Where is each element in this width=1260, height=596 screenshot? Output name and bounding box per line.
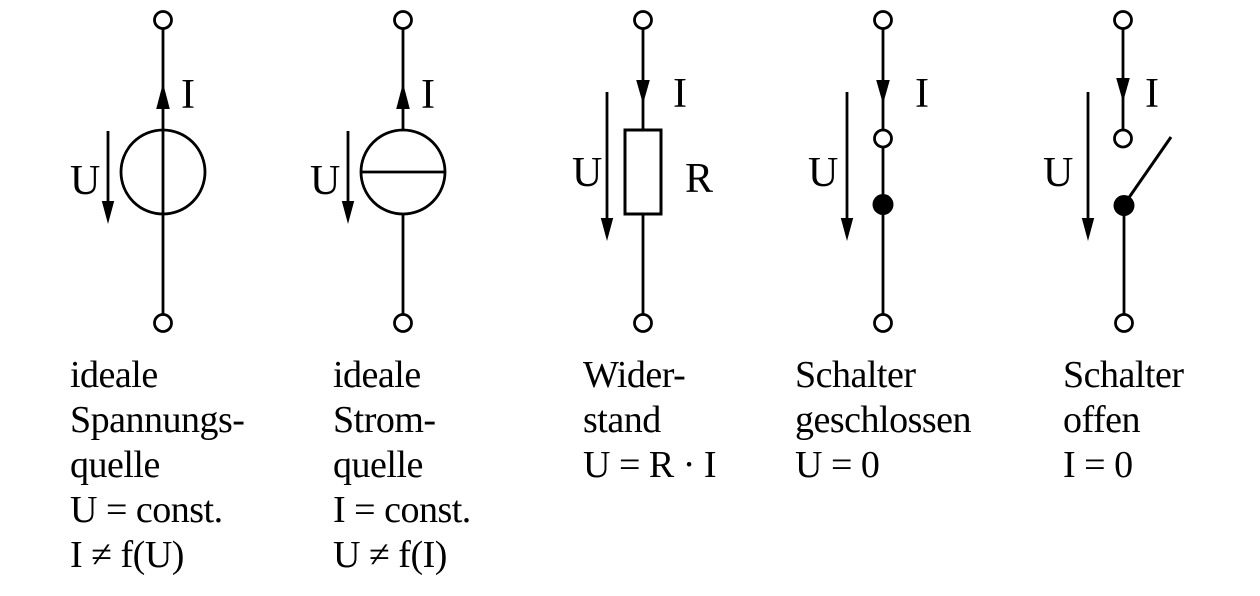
top-terminal xyxy=(1113,10,1133,30)
voltage-label: U xyxy=(70,158,100,204)
resistor-body xyxy=(623,128,663,216)
caption-resistor: Wider- stand U = R · I xyxy=(583,353,717,488)
current-arrow-up-icon xyxy=(396,83,410,109)
caption-line: offen xyxy=(1063,399,1140,441)
caption-line: U = 0 xyxy=(795,444,880,486)
switch-contact xyxy=(1113,128,1133,149)
caption-switch-closed: Schalter geschlossen U = 0 xyxy=(795,353,972,488)
bottom-terminal xyxy=(633,313,653,333)
voltage-label: U xyxy=(1043,150,1073,196)
top-terminal xyxy=(873,10,893,30)
current-arrow-down-icon xyxy=(636,80,650,104)
voltage-label: U xyxy=(808,150,838,196)
symbol-switch-open: I U xyxy=(1043,10,1173,333)
top-terminal xyxy=(153,10,173,30)
caption-line: Spannungs- xyxy=(70,399,245,441)
caption-switch-open: Schalter offen I = 0 xyxy=(1063,353,1184,488)
switch-lever xyxy=(1126,136,1173,200)
caption-line: Wider- xyxy=(583,354,686,396)
caption-line: quelle xyxy=(333,444,423,486)
bottom-terminal xyxy=(1114,313,1134,333)
caption-line: U = R · I xyxy=(583,444,717,486)
caption-line: Strom- xyxy=(333,399,436,441)
switch-contact xyxy=(873,128,893,149)
caption-line: U ≠ f(I) xyxy=(333,534,447,576)
top-terminal xyxy=(393,10,413,30)
current-label: I xyxy=(181,72,195,118)
caption-line: geschlossen xyxy=(795,399,972,441)
current-label: I xyxy=(1145,71,1159,117)
switch-pole xyxy=(1113,195,1135,216)
schematic-svg: I U I U I U R xyxy=(70,10,1173,333)
caption-line: I = 0 xyxy=(1063,444,1133,486)
symbol-resistor: I U R xyxy=(572,10,713,333)
caption-ideal-current-source: ideale Strom- quelle I = const. U ≠ f(I) xyxy=(333,353,471,578)
symbol-ideal-voltage-source: I U xyxy=(70,10,207,333)
current-arrow-down-icon xyxy=(876,80,890,104)
caption-line: Schalter xyxy=(1063,354,1184,396)
caption-line: U = const. xyxy=(70,489,223,531)
symbol-ideal-current-source: I U xyxy=(310,10,447,333)
caption-ideal-voltage-source: ideale Spannungs- quelle U = const. I ≠ … xyxy=(70,353,245,578)
voltage-arrowhead-icon xyxy=(1081,218,1095,241)
caption-line: stand xyxy=(583,399,661,441)
current-label: I xyxy=(673,71,687,117)
current-label: I xyxy=(915,71,929,117)
current-arrow-down-icon xyxy=(1116,78,1130,102)
caption-line: quelle xyxy=(70,444,160,486)
voltage-arrowhead-icon xyxy=(341,201,355,224)
caption-line: I ≠ f(U) xyxy=(70,534,184,576)
voltage-label: U xyxy=(310,158,340,204)
caption-line: ideale xyxy=(333,354,421,396)
caption-line: Schalter xyxy=(795,354,916,396)
caption-line: I = const. xyxy=(333,489,471,531)
voltage-label: U xyxy=(572,150,602,196)
voltage-arrowhead-icon xyxy=(600,218,614,241)
caption-line: ideale xyxy=(70,354,158,396)
voltage-source-circle xyxy=(119,128,207,216)
switch-pole xyxy=(872,194,894,215)
current-arrow-up-icon xyxy=(156,83,170,109)
top-terminal xyxy=(633,10,653,30)
voltage-arrowhead-icon xyxy=(101,201,115,224)
current-label: I xyxy=(421,72,435,118)
resistance-label: R xyxy=(685,156,713,202)
bottom-terminal xyxy=(393,313,413,333)
bottom-terminal xyxy=(873,313,893,333)
symbol-switch-closed: I U xyxy=(808,10,929,333)
bottom-terminal xyxy=(153,313,173,333)
voltage-arrowhead-icon xyxy=(840,218,854,241)
